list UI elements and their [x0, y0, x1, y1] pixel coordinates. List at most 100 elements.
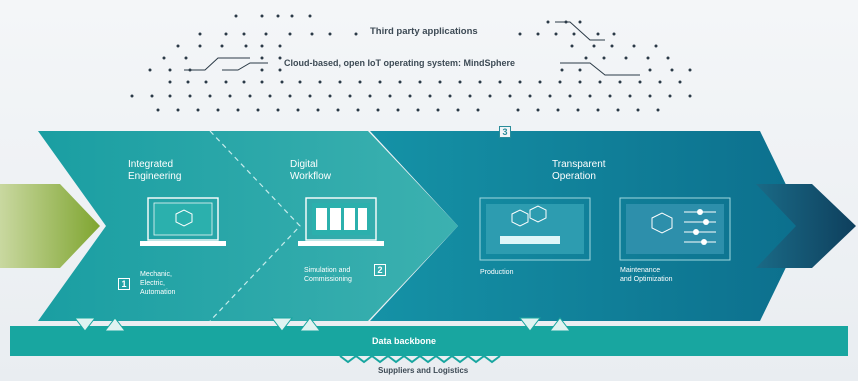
network-dot: [388, 94, 392, 98]
network-dot: [584, 56, 588, 60]
network-dot: [290, 14, 294, 18]
network-dot: [150, 94, 154, 98]
network-dot: [648, 68, 652, 72]
network-dot: [156, 108, 160, 112]
network-dot: [336, 108, 340, 112]
network-dot: [598, 80, 602, 84]
network-dot: [168, 80, 172, 84]
step-3-badge: 3: [499, 126, 511, 138]
network-dot: [308, 94, 312, 98]
suppliers-logistics-label: Suppliers and Logistics: [378, 366, 469, 375]
network-dot: [688, 94, 692, 98]
network-dot: [328, 94, 332, 98]
network-dot: [244, 44, 248, 48]
network-dot: [596, 32, 600, 36]
network-dot: [186, 80, 190, 84]
network-dot: [448, 94, 452, 98]
network-dot: [268, 94, 272, 98]
network-dot: [578, 68, 582, 72]
network-dot: [310, 32, 314, 36]
network-dot: [612, 32, 616, 36]
network-dot: [354, 32, 358, 36]
network-dot: [572, 32, 576, 36]
network-dot: [498, 80, 502, 84]
simulation-label: Simulation and Commissioning: [304, 267, 352, 283]
network-dot: [554, 32, 558, 36]
network-dot: [516, 108, 520, 112]
network-dot: [656, 108, 660, 112]
network-dot: [456, 108, 460, 112]
network-dot: [280, 80, 284, 84]
network-dot: [296, 108, 300, 112]
network-dot: [348, 94, 352, 98]
network-dot: [638, 80, 642, 84]
network-dot: [260, 80, 264, 84]
network-dot: [220, 44, 224, 48]
network-dot: [436, 108, 440, 112]
production-dashboard-icon: [479, 197, 591, 261]
network-dot: [198, 44, 202, 48]
network-dot: [518, 32, 522, 36]
network-dot: [398, 80, 402, 84]
transparent-operation-title: Transparent Operation: [552, 159, 606, 182]
backbone-connectors: [73, 317, 572, 332]
network-dot: [666, 56, 670, 60]
network-dot: [596, 108, 600, 112]
network-dot: [646, 56, 650, 60]
network-dot: [162, 56, 166, 60]
supplier-zigzag: [339, 354, 501, 364]
network-dot: [288, 32, 292, 36]
step-2-badge: 2: [374, 264, 386, 276]
network-dot: [408, 94, 412, 98]
network-dot: [176, 108, 180, 112]
network-dot: [618, 80, 622, 84]
network-dot: [508, 94, 512, 98]
network-dot: [358, 80, 362, 84]
network-dot: [688, 68, 692, 72]
data-backbone-bar: [10, 326, 848, 356]
network-dot: [184, 56, 188, 60]
network-dot: [588, 94, 592, 98]
network-dot: [278, 68, 282, 72]
network-dot: [376, 108, 380, 112]
network-dot: [518, 80, 522, 84]
network-dot: [636, 108, 640, 112]
network-dot: [148, 68, 152, 72]
network-dot: [632, 44, 636, 48]
network-dot: [276, 108, 280, 112]
network-dots: [130, 14, 692, 112]
network-dot: [278, 56, 282, 60]
network-dot: [536, 32, 540, 36]
step-1-badge: 1: [118, 278, 130, 290]
network-dot: [616, 108, 620, 112]
network-dot: [260, 56, 264, 60]
network-dot: [368, 94, 372, 98]
network-dot: [560, 68, 564, 72]
network-dot: [248, 94, 252, 98]
network-dot: [468, 94, 472, 98]
phase-divider: [209, 130, 301, 322]
network-dot: [242, 80, 246, 84]
network-dot: [458, 80, 462, 84]
network-dot: [546, 20, 550, 24]
network-dot: [188, 94, 192, 98]
network-dot: [260, 68, 264, 72]
network-dot: [556, 108, 560, 112]
network-dot: [668, 94, 672, 98]
network-dot: [628, 94, 632, 98]
network-dot: [196, 108, 200, 112]
operation-chevron: [370, 131, 806, 321]
data-backbone-label: Data backbone: [372, 336, 437, 346]
network-dot: [328, 32, 332, 36]
network-dot: [678, 80, 682, 84]
network-dot: [624, 56, 628, 60]
network-dot: [224, 32, 228, 36]
network-dot: [260, 44, 264, 48]
network-dot: [578, 80, 582, 84]
network-dot: [610, 44, 614, 48]
network-dot: [130, 94, 134, 98]
mindsphere-label: Cloud-based, open IoT operating system: …: [284, 58, 516, 68]
network-dot: [176, 44, 180, 48]
network-dot: [168, 94, 172, 98]
